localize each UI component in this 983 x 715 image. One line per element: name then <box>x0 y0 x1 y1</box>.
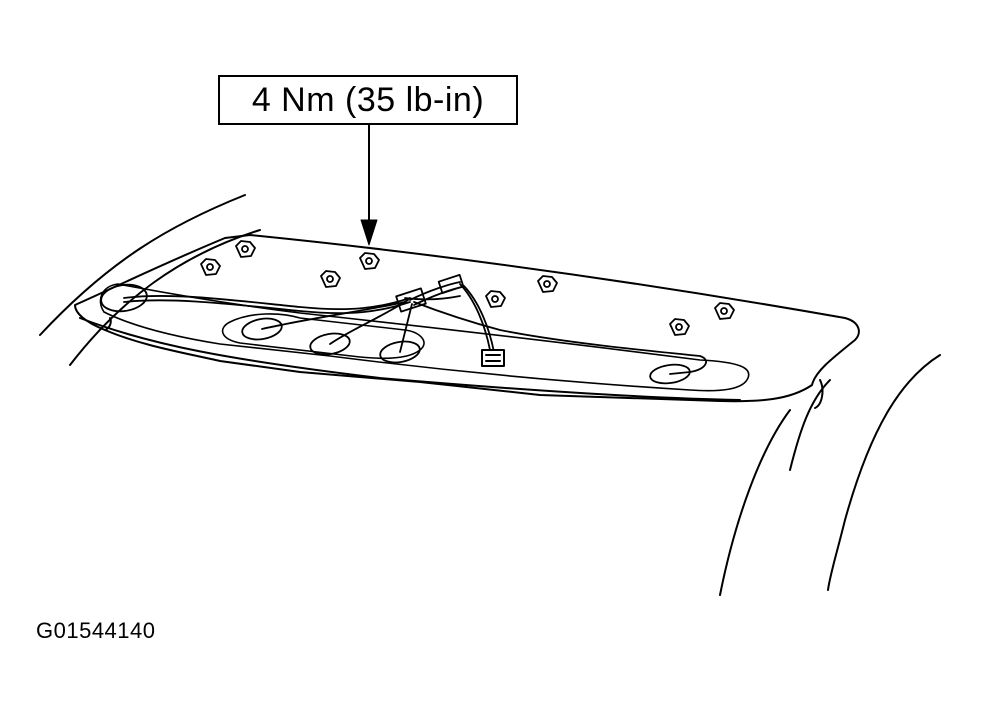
retaining-nut-icon <box>320 270 341 288</box>
retaining-nut-icon <box>669 318 690 336</box>
spoiler-panel <box>74 234 860 409</box>
retaining-nut-icon <box>200 258 221 276</box>
torque-spec-text: 4 Nm (35 lb-in) <box>251 80 485 119</box>
retaining-nut-icon <box>359 252 380 270</box>
torque-spec-callout: 4 Nm (35 lb-in) <box>218 75 518 125</box>
electrical-connector-icon <box>481 349 505 367</box>
retaining-nuts <box>200 240 735 336</box>
wiring-harness <box>123 281 707 375</box>
harness-clip <box>395 273 465 313</box>
leader-arrow-icon <box>360 124 378 246</box>
retaining-nut-icon <box>485 290 506 308</box>
vehicle-body-outline <box>39 194 941 596</box>
retaining-nut-icon <box>537 275 558 293</box>
retaining-nut-icon <box>235 240 256 258</box>
figure-id-label: G01544140 <box>36 618 156 643</box>
retaining-nut-icon <box>714 302 735 320</box>
